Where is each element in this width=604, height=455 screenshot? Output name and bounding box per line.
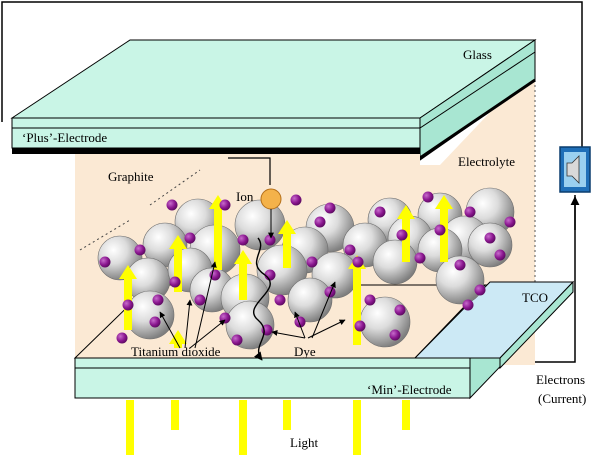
ion-particle: [228, 157, 282, 239]
dye-molecule: [169, 276, 181, 288]
dye-molecule: [484, 232, 496, 244]
dye-molecule: [389, 329, 401, 341]
dye-label: Dye: [294, 344, 316, 359]
titanium-dioxide-pointers: [159, 261, 226, 349]
light-label: Light: [290, 435, 319, 450]
light-arrow: [278, 220, 296, 268]
dye-molecule: [99, 256, 111, 268]
dye-molecule: [290, 194, 302, 206]
dye-molecule: [352, 256, 364, 268]
glass-plate: [10, 39, 537, 161]
dye-molecule: [494, 249, 506, 261]
current-label: (Current): [538, 391, 586, 406]
dye-molecule: [324, 202, 336, 214]
dye-molecule: [152, 294, 164, 306]
tco-label: TCO: [522, 290, 548, 305]
dye-molecule: [122, 299, 134, 311]
dye-molecule: [422, 191, 434, 203]
dye-molecule: [231, 334, 243, 346]
dye-molecule: [264, 234, 276, 246]
dye-molecule: [166, 199, 178, 211]
dye-molecule: [184, 232, 196, 244]
electrons-label: Electrons: [536, 372, 585, 387]
light-ray: [239, 400, 247, 455]
dye-molecule: [294, 316, 306, 328]
dye-molecule: [504, 216, 516, 228]
light-ray: [126, 400, 134, 455]
electrolyte-label: Electrolyte: [458, 154, 515, 169]
dye-molecule: [274, 294, 286, 306]
light-arrow: [348, 255, 366, 345]
light-rays-below: [126, 400, 410, 455]
dye-molecule: [434, 224, 446, 236]
dye-molecule: [462, 299, 474, 311]
graphite-layer: [79, 169, 201, 251]
light-ray: [171, 400, 179, 430]
dye-molecule: [324, 286, 336, 298]
dye-molecule: [314, 216, 326, 228]
dye-molecule: [134, 244, 146, 256]
dye-molecule: [219, 312, 231, 324]
light-arrow: [169, 330, 187, 348]
plus-electrode-label: ‘Plus’-Electrode: [22, 130, 107, 145]
dye-molecule: [344, 244, 356, 256]
dye-molecule: [264, 269, 276, 281]
light-ray: [283, 400, 291, 430]
dye-pointers: [271, 281, 346, 339]
light-arrow: [119, 265, 137, 330]
dye-molecule: [194, 294, 206, 306]
titanium-dioxide-sphere: [435, 255, 485, 305]
ion-label: Ion: [236, 189, 254, 204]
graphite-label: Graphite: [108, 169, 154, 184]
titanium-dioxide-sphere: [125, 290, 175, 340]
titanium-dioxide-sphere: [372, 239, 418, 285]
dye-molecule: [354, 320, 366, 332]
speaker-icon: [559, 146, 591, 193]
light-ray: [402, 400, 410, 430]
dye-molecule: [454, 259, 466, 271]
dye-molecule: [394, 304, 406, 316]
electron-path: [253, 237, 271, 361]
dye-molecule: [219, 199, 231, 211]
titanium-dioxide-particles: [97, 187, 516, 350]
dye-molecule: [364, 294, 376, 306]
dye-molecule: [464, 206, 476, 218]
dye-molecule: [474, 284, 486, 296]
titanium-dioxide-sphere: [287, 277, 333, 323]
light-arrow: [169, 235, 187, 292]
light-arrow: [209, 195, 227, 270]
dye-molecule: [116, 332, 128, 344]
plus-electrode: [11, 117, 421, 165]
titanium-dioxide-sphere: [467, 222, 513, 268]
light-arrow: [234, 250, 252, 300]
tco-layer: [413, 280, 575, 370]
dye-molecule: [396, 229, 408, 241]
dye-molecule: [374, 206, 386, 218]
dye-molecule: [237, 234, 249, 246]
light-ray: [353, 400, 361, 455]
dye-molecule: [149, 316, 161, 328]
dye-molecule: [306, 256, 318, 268]
min-electrode-label: ‘Min’-Electrode: [367, 382, 452, 397]
titanium-dioxide-label: Titanium dioxide: [131, 344, 221, 359]
dye-molecule: [414, 252, 426, 264]
glass-label: Glass: [463, 47, 492, 62]
